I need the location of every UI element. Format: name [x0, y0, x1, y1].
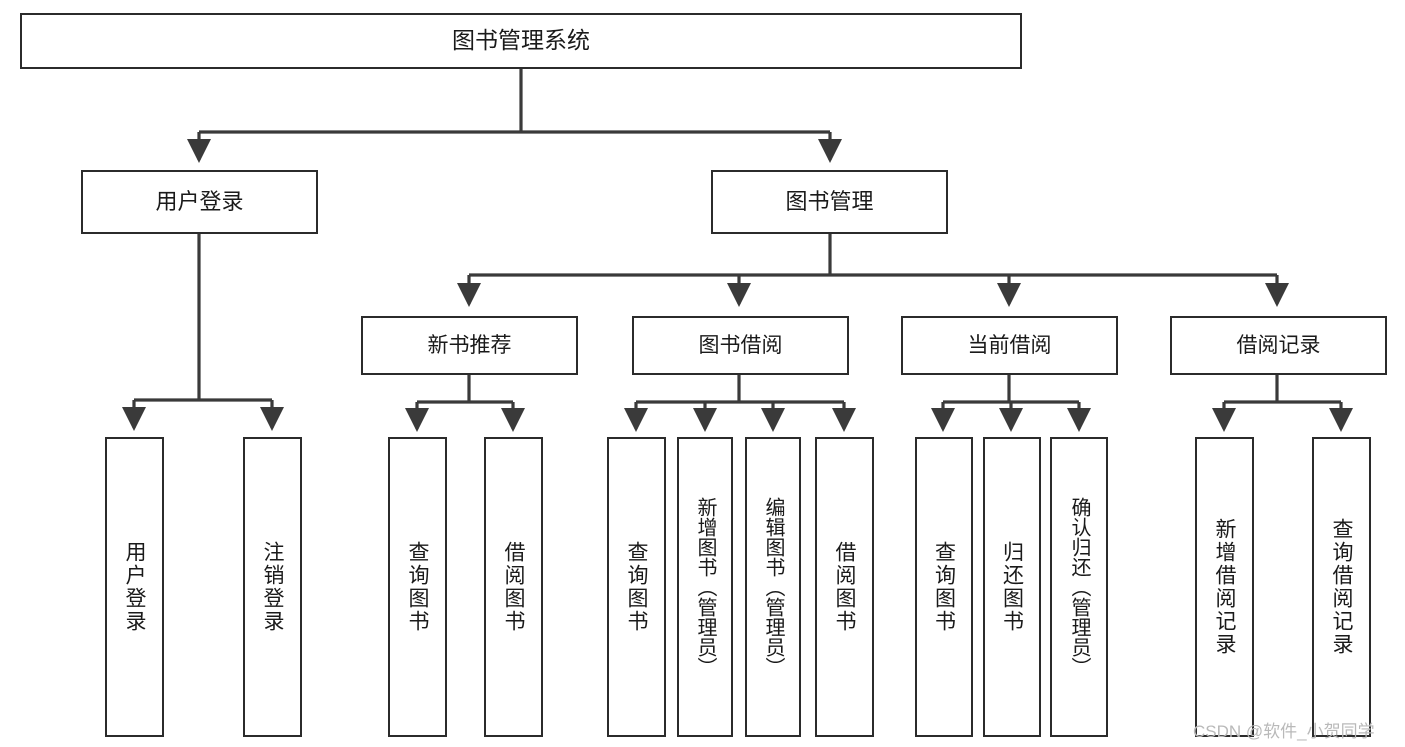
node-label: 编辑图书（管理员）	[762, 497, 784, 677]
node-label: 新增借阅记录	[1213, 518, 1236, 656]
leaf-user-login[interactable]: 用户登录	[105, 437, 164, 737]
node-label: 图书管理	[785, 188, 874, 214]
node-label: 查询图书	[625, 541, 648, 633]
node-label: 查询借阅记录	[1330, 518, 1353, 656]
node-label: 当前借阅	[967, 333, 1052, 357]
node-label: 借阅图书	[502, 541, 525, 633]
node-book-borrow[interactable]: 图书借阅	[632, 316, 849, 375]
leaf-borrow-book-recommend[interactable]: 借阅图书	[484, 437, 543, 737]
node-user-login[interactable]: 用户登录	[81, 170, 318, 234]
leaf-user-logout[interactable]: 注销登录	[243, 437, 302, 737]
leaf-query-book-borrow[interactable]: 查询图书	[607, 437, 666, 737]
node-label: 图书借阅	[698, 333, 783, 357]
node-new-book-recommend[interactable]: 新书推荐	[361, 316, 578, 375]
node-label: 新书推荐	[427, 333, 512, 357]
node-label: 新增图书（管理员）	[694, 497, 716, 677]
node-current-borrow[interactable]: 当前借阅	[901, 316, 1118, 375]
leaf-add-book-admin[interactable]: 新增图书（管理员）	[677, 437, 733, 737]
leaf-query-book-current[interactable]: 查询图书	[915, 437, 973, 737]
leaf-query-book-recommend[interactable]: 查询图书	[388, 437, 447, 737]
node-label: 用户登录	[123, 541, 146, 633]
leaf-query-borrow-record[interactable]: 查询借阅记录	[1312, 437, 1371, 737]
node-label: 查询图书	[406, 541, 429, 633]
leaf-confirm-return-admin[interactable]: 确认归还（管理员）	[1050, 437, 1108, 737]
node-label: 用户登录	[155, 188, 244, 214]
leaf-add-borrow-record[interactable]: 新增借阅记录	[1195, 437, 1254, 737]
csdn-watermark: CSDN @软件_小贺同学	[1193, 722, 1375, 741]
node-label: 借阅记录	[1236, 333, 1321, 357]
node-label: 借阅图书	[833, 541, 856, 633]
node-root-system[interactable]: 图书管理系统	[20, 13, 1022, 69]
node-label: 查询图书	[932, 541, 956, 633]
leaf-return-book[interactable]: 归还图书	[983, 437, 1041, 737]
leaf-edit-book-admin[interactable]: 编辑图书（管理员）	[745, 437, 801, 737]
node-label: 确认归还（管理员）	[1068, 497, 1090, 677]
node-borrow-record[interactable]: 借阅记录	[1170, 316, 1387, 375]
node-label: 图书管理系统	[452, 27, 590, 54]
leaf-borrow-book[interactable]: 借阅图书	[815, 437, 874, 737]
node-label: 注销登录	[261, 541, 284, 633]
node-label: 归还图书	[1000, 541, 1024, 633]
node-book-management[interactable]: 图书管理	[711, 170, 948, 234]
